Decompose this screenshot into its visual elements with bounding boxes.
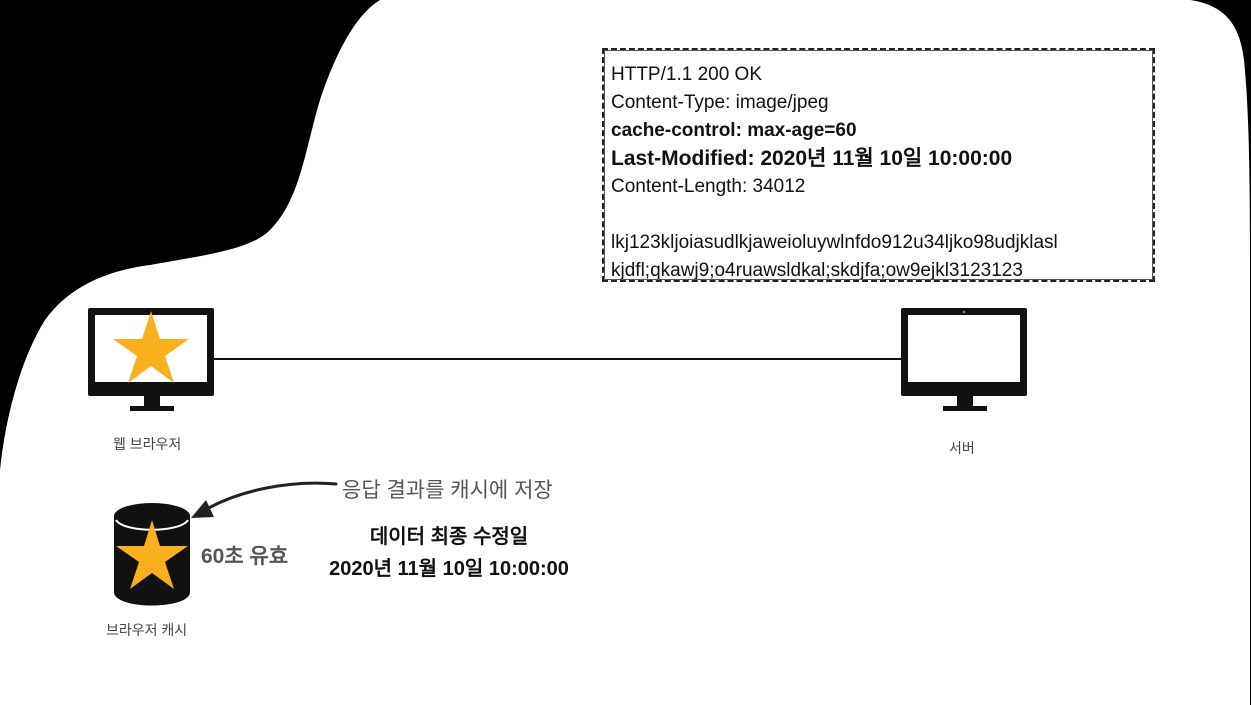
arrow-head-icon: [191, 500, 214, 518]
last-modified-note: 데이터 최종 수정일 2020년 11월 10일 10:00:00: [300, 521, 598, 585]
content-length-header: Content-Length: 34012: [611, 176, 806, 197]
server-monitor-icon: [901, 308, 1027, 411]
last-modified-title: 데이터 최종 수정일: [369, 526, 529, 548]
store-response-note: 응답 결과를 캐시에 저장: [342, 479, 553, 502]
server-label: 서버: [949, 440, 975, 456]
http-response-box: HTTP/1.1 200 OK Content-Type: image/jpeg…: [602, 48, 1155, 282]
last-modified-value: 2020년 11월 10일 10:00:00: [329, 558, 569, 580]
browser-label: 웹 브라우저: [113, 436, 182, 452]
store-arrow: [203, 481, 338, 512]
body-line-1: lkj123kljoiasudlkjaweioluywlnfdo912u34lj…: [611, 232, 1058, 253]
status-line: HTTP/1.1 200 OK: [611, 64, 763, 85]
validity-note: 60초 유효: [201, 545, 289, 568]
content-type-header: Content-Type: image/jpeg: [611, 92, 829, 113]
cache-control-header: cache-control: max-age=60: [611, 120, 857, 141]
last-modified-header: Last-Modified: 2020년 11월 10일 10:00:00: [611, 147, 1013, 170]
body-line-2: kjdfl;qkawj9;o4ruawsldkal;skdjfa;ow9ejkl…: [611, 260, 1023, 281]
body-separator: [611, 201, 1152, 229]
cache-star-icon: [116, 520, 188, 589]
cache-label: 브라우저 캐시: [106, 622, 188, 638]
browser-star-icon: [113, 311, 189, 383]
